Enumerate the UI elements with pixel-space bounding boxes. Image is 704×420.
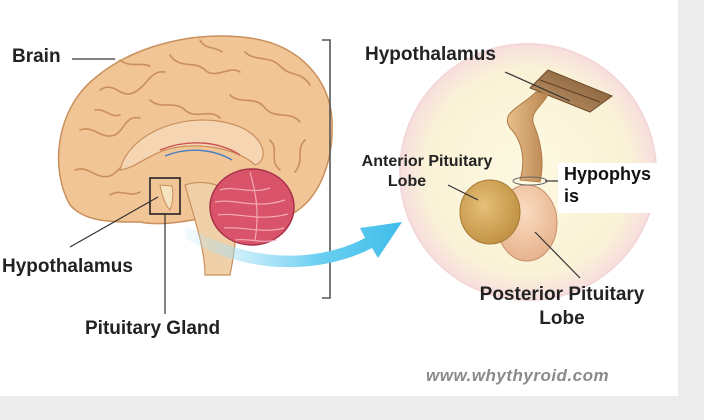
bracket-line — [322, 39, 331, 299]
page-margin-right — [678, 0, 704, 420]
label-posterior-line1: Posterior Pituitary — [479, 284, 645, 305]
label-anterior-line2: Lobe — [387, 173, 427, 190]
label-posterior-line2: Lobe — [539, 308, 585, 329]
brain-folds — [74, 39, 311, 196]
label-hypophysis-line2: is — [564, 186, 580, 206]
label-posterior-pituitary-lobe: Posterior Pituitary Lobe — [462, 283, 662, 331]
corpus-callosum — [119, 119, 264, 171]
label-brain: Brain — [12, 46, 61, 67]
pituitary-stalk — [507, 91, 549, 183]
label-hypothalamus-right: Hypothalamus — [365, 44, 496, 65]
label-anterior-pituitary-lobe: Anterior Pituitary Lobe — [344, 152, 510, 192]
label-hypophysis: Hypophys is — [558, 163, 666, 213]
label-anterior-line1: Anterior Pituitary — [361, 153, 493, 170]
magnify-arrow — [185, 222, 402, 268]
label-hypothalamus-left: Hypothalamus — [2, 256, 133, 277]
leader-lines — [69, 58, 581, 314]
page-margin-bottom — [0, 396, 704, 420]
anterior-lobe-shape — [459, 179, 521, 245]
cerebellum — [209, 168, 295, 246]
label-pituitary-gland: Pituitary Gland — [85, 318, 221, 339]
watermark: www.whythyroid.com — [426, 366, 610, 385]
brain-illustration — [57, 35, 333, 276]
label-hypophysis-line1: Hypophys — [564, 164, 652, 184]
